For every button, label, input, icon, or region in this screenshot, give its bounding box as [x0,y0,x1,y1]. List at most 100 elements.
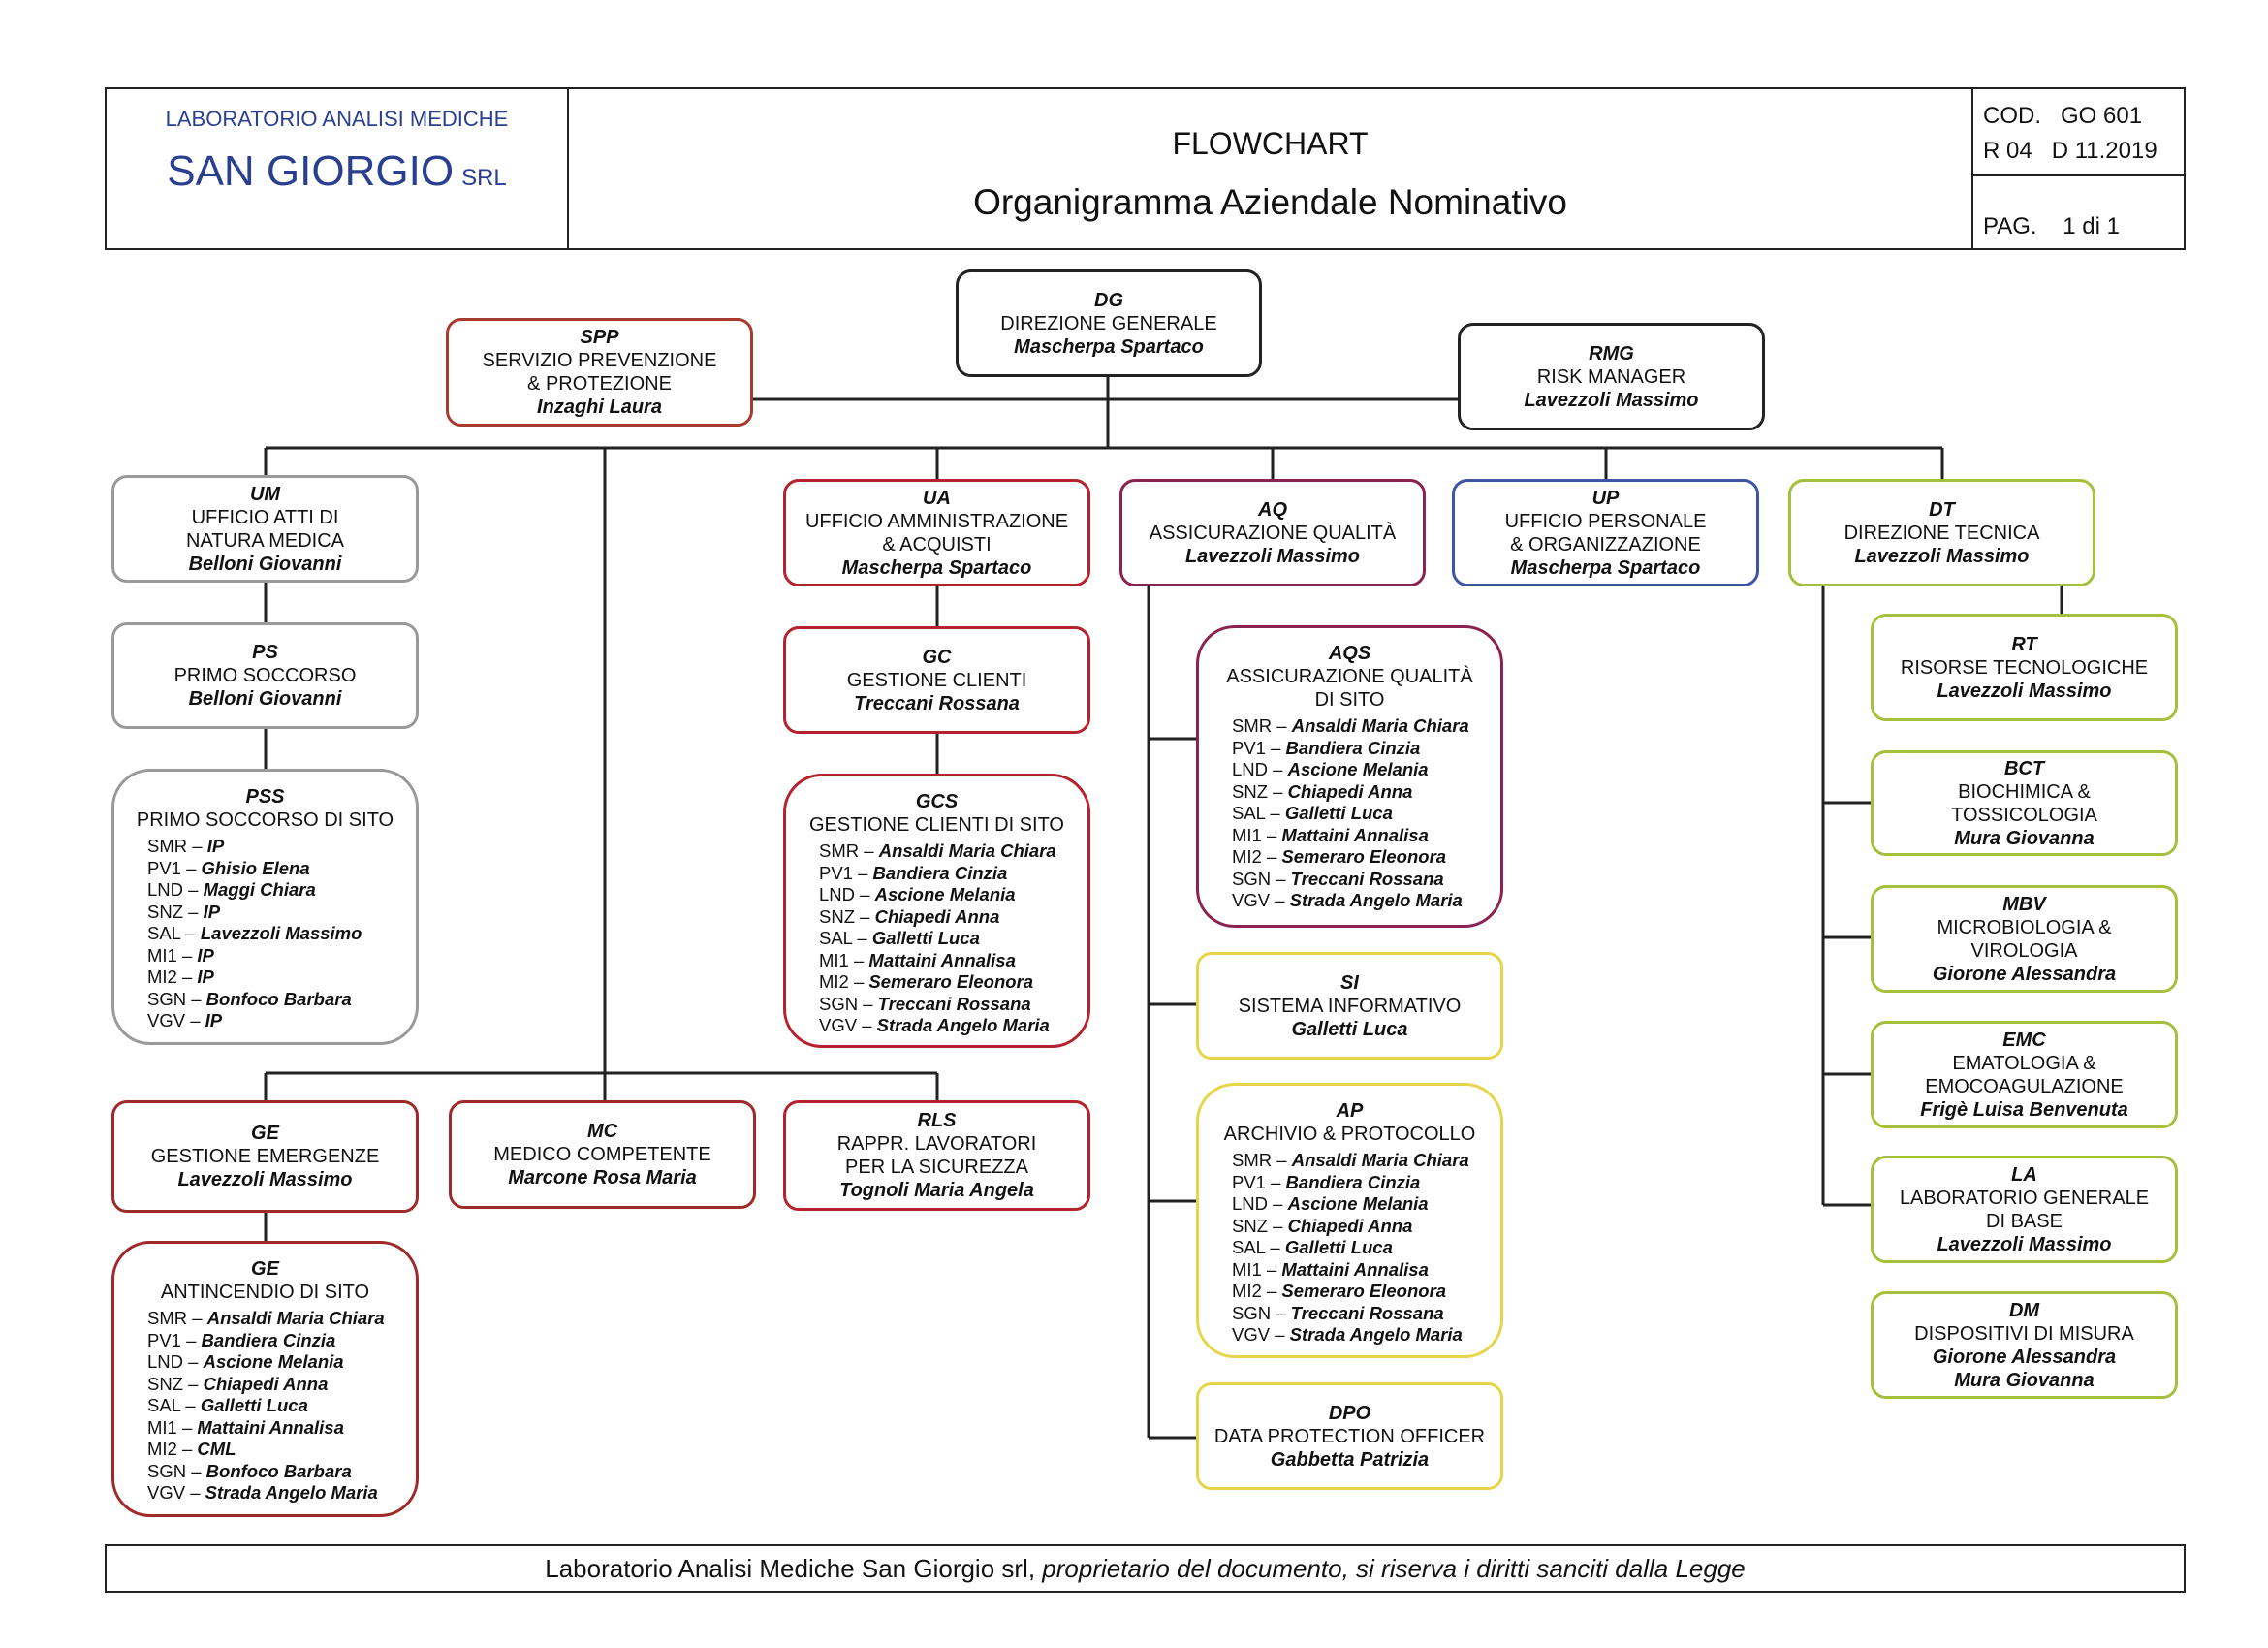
site-code: SNZ [147,1373,183,1394]
person-name: Frigè Luisa Benvenuta [1920,1098,2128,1121]
site-row: MI2 – Semeraro Eleonora [1232,1281,1447,1301]
site-code: PV1 [147,857,181,878]
site-person: Ascione Melania [1287,759,1429,779]
site-row: MI1 – Mattaini Annalisa [1232,824,1429,845]
site-row: MI2 – CML [147,1439,236,1459]
box-code: GE [251,1123,279,1144]
box-title-line: ANTINCENDIO DI SITO [160,1282,370,1303]
site-row: SMR – Ansaldi Maria Chiara [819,840,1056,861]
box-code: PSS [245,786,285,808]
site-row: LND – Ascione Melania [819,884,1016,904]
box-code: AQS [1328,643,1371,664]
doc-type: FLOWCHART [1172,126,1369,161]
page-label: PAG. [1983,213,2037,239]
box-code: MC [586,1121,618,1142]
site-code: MI1 [147,1416,177,1438]
site-code: LND [1232,1193,1269,1214]
site-code: MI1 [147,944,177,966]
site-row: VGV – IP [147,1010,223,1030]
site-person: Semeraro Eleonora [868,971,1034,992]
site-row: VGV – Strada Angelo Maria [819,1015,1050,1035]
person-name: Mascherpa Spartaco [841,556,1032,579]
site-row: SAL – Galletti Luca [147,1395,308,1415]
site-row: SGN – Bonfoco Barbara [147,988,352,1009]
box-title-line: TOSSICOLOGIA [1951,804,2097,826]
person-name: Giorone Alessandra [1932,963,2117,985]
person-name: Marcone Rosa Maria [508,1167,697,1188]
box-title-line: PER LA SICUREZZA [845,1157,1028,1178]
person-name: Lavezzoli Massimo [1937,1233,2112,1255]
footer-italic-text: proprietario del documento, si riserva i… [1035,1554,1746,1583]
box-title-line: UFFICIO ATTI DI [191,506,339,528]
site-person: Ascione Melania [874,884,1016,904]
site-row: SNZ – Chiapedi Anna [819,905,1000,927]
site-code: SMR [147,836,188,856]
site-person: Galletti Luca [200,1395,308,1415]
site-row: PV1 – Bandiera Cinzia [819,862,1008,883]
site-person: Bonfoco Barbara [205,1460,352,1481]
site-code: SGN [819,993,859,1014]
site-row: MI1 – Mattaini Annalisa [1232,1258,1429,1280]
site-person: Bandiera Cinzia [201,1329,336,1350]
divider [1973,174,2184,176]
site-code: LND [1232,759,1269,779]
site-code: SMR [1232,715,1273,736]
person-name: Gabbetta Patrizia [1270,1448,1430,1471]
box-title-line: MICROBIOLOGIA & [1937,916,2112,938]
person-name: Belloni Giovanni [188,553,342,575]
site-code: SAL [147,923,181,943]
site-code: LND [147,879,184,900]
site-person: Treccani Rossana [1290,1302,1444,1323]
site-row: MI1 – Mattaini Annalisa [819,949,1016,970]
site-person: IP [197,967,214,987]
box-title-line: RISK MANAGER [1536,365,1686,388]
site-row: SGN – Bonfoco Barbara [147,1460,352,1481]
site-person: Ghisio Elena [201,857,310,878]
site-code: VGV [147,1482,186,1503]
site-person: Maggi Chiara [203,879,316,900]
box-title-line: PRIMO SOCCORSO [173,665,357,686]
box-title-line: & ORGANIZZAZIONE [1510,533,1701,555]
box-title-line: UFFICIO AMMINISTRAZIONE [804,510,1069,532]
person-name: Lavezzoli Massimo [1854,545,2030,567]
site-person: CML [197,1439,236,1459]
box-title-line: UFFICIO PERSONALE [1504,510,1707,532]
site-code: SMR [147,1308,188,1328]
site-person: IP [197,944,214,966]
site-row: PV1 – Bandiera Cinzia [1232,737,1421,758]
box-code: RMG [1589,342,1634,364]
box-title-line: VIROLOGIA [1970,939,2078,962]
site-person: Treccani Rossana [877,993,1031,1014]
site-row: SNZ – IP [147,901,221,922]
cod-row: COD. GO 601 [1983,103,2142,130]
box-code: MBV [2002,893,2046,915]
box-title-line: RISORSE TECNOLOGICHE [1900,656,2149,679]
site-row: PV1 – Bandiera Cinzia [147,1329,336,1350]
box-code: RT [2011,633,2037,655]
box-title-line: DISPOSITIVI DI MISURA [1914,1322,2134,1345]
site-person: Bonfoco Barbara [205,988,352,1009]
site-code: MI2 [147,967,177,987]
box-title-line: GESTIONE EMERGENZE [150,1146,380,1167]
person-name: Giorone Alessandra [1932,1346,2117,1368]
box-code: UP [1591,487,1620,509]
box-code: BCT [2003,757,2045,779]
company-suffix: SRL [461,165,507,191]
site-code: SNZ [1232,780,1268,802]
box-code: LA [2011,1163,2037,1186]
site-code: LND [147,1351,184,1372]
box-title-line: EMOCOAGULAZIONE [1925,1075,2124,1097]
site-code: LND [819,884,856,904]
site-code: MI1 [1232,824,1262,845]
box-code: SPP [580,327,619,348]
